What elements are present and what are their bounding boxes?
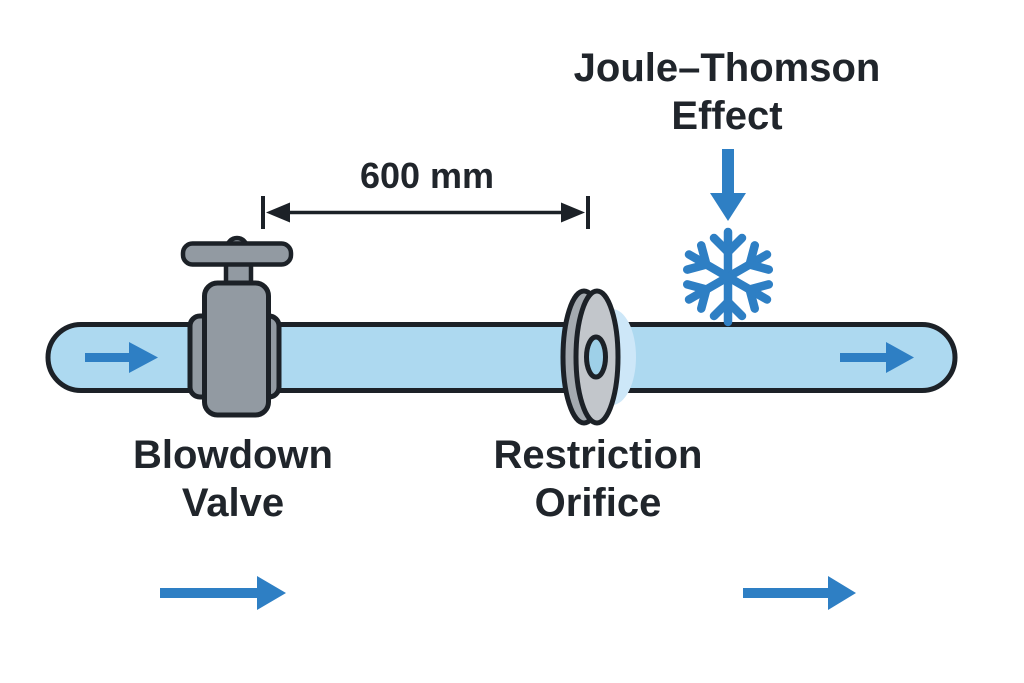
snowflake-icon [682, 227, 774, 327]
dimension-arrowhead-left [266, 202, 290, 223]
joule-thomson-effect-label-line1: Joule–Thomson [573, 46, 881, 90]
orifice-hole [584, 334, 608, 380]
arrow-right-icon [840, 342, 914, 373]
arrow-right-icon [743, 576, 856, 610]
blowdown-valve-label-line2: Valve [181, 481, 285, 525]
blowdown-valve [180, 235, 294, 418]
arrow-down-icon [710, 149, 746, 221]
blowdown-valve-label: Blowdown Valve [133, 431, 333, 527]
valve-handle [180, 241, 294, 267]
arrow-right-icon [160, 576, 286, 610]
restriction-orifice-label-line2: Orifice [534, 481, 662, 525]
restriction-orifice-label-line1: Restriction [493, 433, 703, 477]
pipe [45, 322, 958, 393]
joule-thomson-effect-label-line2: Effect [671, 94, 783, 138]
restriction-orifice-label: Restriction Orifice [494, 431, 703, 527]
valve-body [202, 280, 271, 418]
joule-thomson-effect-label: Joule–Thomson Effect [574, 44, 881, 140]
blowdown-valve-label-line1: Blowdown [133, 433, 333, 477]
dimension-value-label: 600 mm [359, 155, 495, 196]
dimension-arrowhead-right [561, 202, 585, 223]
dimension-line [261, 196, 590, 229]
restriction-orifice [560, 288, 636, 426]
arrow-right-icon [85, 342, 158, 373]
